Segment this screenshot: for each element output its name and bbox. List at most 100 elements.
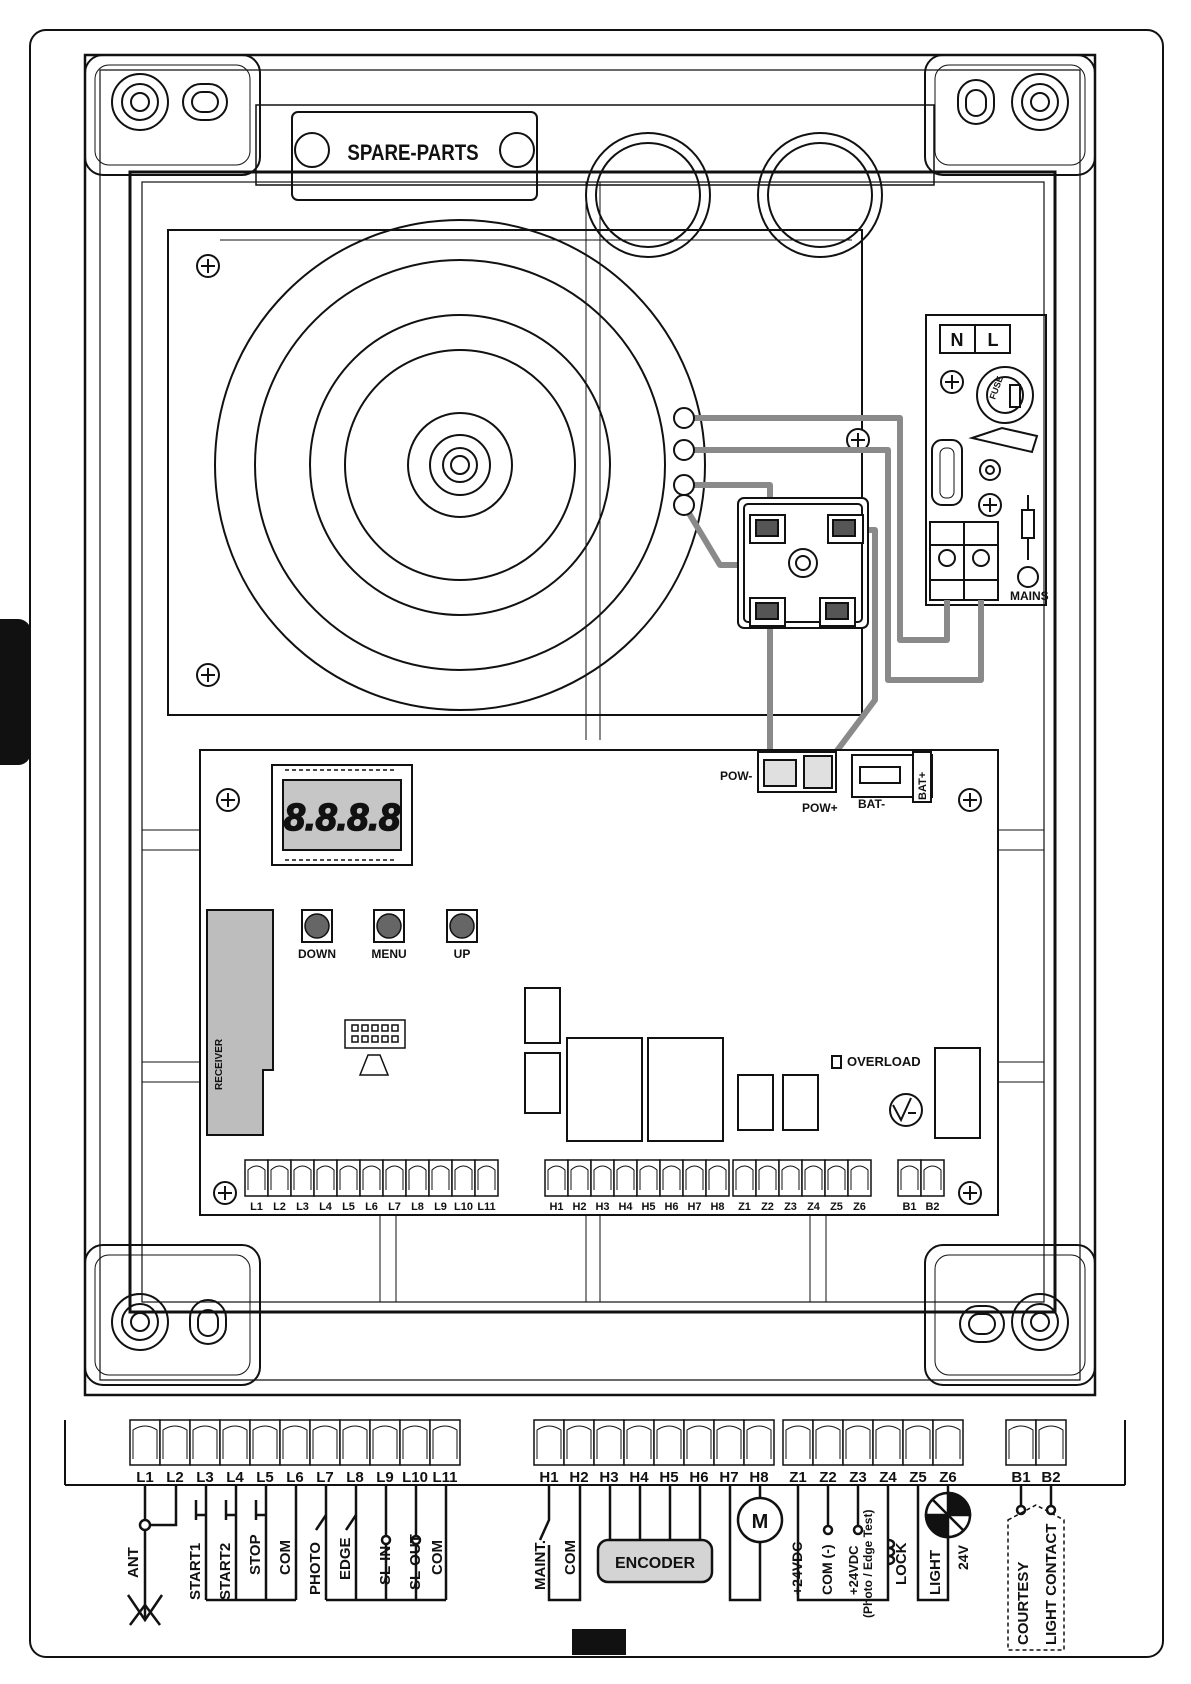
terminal-l5: L5 xyxy=(249,1419,281,1486)
terminal-label: L4 xyxy=(319,1201,333,1213)
label-stop: STOP xyxy=(247,1534,264,1575)
terminal-screw xyxy=(845,1425,871,1459)
terminal-block xyxy=(705,1159,730,1197)
pcb-screws xyxy=(213,788,982,1205)
terminal-screw xyxy=(342,1425,368,1459)
menu-button-label: MENU xyxy=(371,947,406,961)
terminal-l1: L1 xyxy=(244,1159,269,1213)
mains-terminal-n: N xyxy=(951,330,964,350)
terminal-z3: Z3 xyxy=(778,1159,803,1213)
terminal-block xyxy=(782,1419,814,1466)
terminal-screw xyxy=(593,1165,612,1190)
down-button[interactable]: DOWN xyxy=(298,909,336,961)
terminal-label: L3 xyxy=(296,1201,309,1213)
terminal-label: L6 xyxy=(286,1469,304,1486)
menu-button[interactable]: MENU xyxy=(371,909,407,961)
label-com-l: COM xyxy=(277,1540,294,1575)
pcb-header xyxy=(344,1019,406,1076)
terminal-label: H2 xyxy=(572,1201,586,1213)
terminal-screw xyxy=(815,1425,841,1459)
terminal-block xyxy=(623,1419,655,1466)
terminal-block xyxy=(1005,1419,1037,1466)
terminal-l6: L6 xyxy=(279,1419,311,1486)
terminal-screw xyxy=(1038,1425,1064,1459)
terminal-block xyxy=(474,1159,499,1197)
terminal-screw xyxy=(339,1165,358,1190)
terminal-screw xyxy=(270,1165,289,1190)
terminal-label: Z4 xyxy=(879,1469,897,1486)
terminal-label: L8 xyxy=(346,1469,364,1486)
terminal-block xyxy=(563,1419,595,1466)
terminal-screw xyxy=(708,1165,727,1190)
terminal-z5: Z5 xyxy=(824,1159,849,1213)
label-24vdc-test: +24VDC xyxy=(846,1545,861,1595)
terminal-label: H4 xyxy=(629,1469,649,1486)
terminal-screw xyxy=(746,1425,772,1459)
terminal-screw xyxy=(935,1425,961,1459)
terminal-h1: H1 xyxy=(533,1419,565,1486)
terminal-h4: H4 xyxy=(623,1419,655,1486)
terminal-z2: Z2 xyxy=(755,1159,780,1213)
v2-logo xyxy=(889,1093,923,1127)
up-button[interactable]: UP xyxy=(446,909,478,961)
terminal-block xyxy=(219,1419,251,1466)
terminal-label: Z6 xyxy=(853,1201,866,1213)
corner-mount-bottom-left xyxy=(84,1244,261,1386)
label-light: LIGHT xyxy=(927,1550,944,1595)
label-24vdc: +24VDC xyxy=(789,1542,805,1595)
terminal-screw xyxy=(626,1425,652,1459)
mains-label: MAINS xyxy=(1010,589,1049,603)
label-edge: EDGE xyxy=(337,1537,354,1580)
terminal-l7: L7 xyxy=(382,1159,407,1213)
cable-glands xyxy=(585,132,883,258)
terminal-h5: H5 xyxy=(653,1419,685,1486)
terminal-block xyxy=(932,1419,964,1466)
terminal-block xyxy=(429,1419,461,1466)
terminal-screw xyxy=(252,1425,278,1459)
label-photo: PHOTO xyxy=(307,1542,324,1595)
terminal-label: L7 xyxy=(388,1201,401,1213)
terminal-label: L5 xyxy=(256,1469,274,1486)
terminal-l11: L11 xyxy=(474,1159,499,1213)
terminal-block xyxy=(593,1419,625,1466)
terminal-label: L2 xyxy=(273,1201,286,1213)
terminal-screw xyxy=(656,1425,682,1459)
terminal-label: Z1 xyxy=(789,1469,807,1486)
terminal-block xyxy=(339,1419,371,1466)
terminal-label: B2 xyxy=(1041,1469,1060,1486)
terminal-screw xyxy=(312,1425,338,1459)
terminal-block xyxy=(872,1419,904,1466)
terminal-label: H8 xyxy=(749,1469,768,1486)
terminal-screw xyxy=(432,1425,458,1459)
z-group-wiring xyxy=(796,1485,972,1602)
terminal-label: H1 xyxy=(539,1469,558,1486)
terminal-l3: L3 xyxy=(189,1419,221,1486)
terminal-screw xyxy=(570,1165,589,1190)
terminal-block xyxy=(399,1419,431,1466)
terminal-label: B2 xyxy=(925,1201,939,1213)
label-lock: LOCK xyxy=(893,1542,910,1585)
terminal-screw xyxy=(850,1165,869,1190)
corner-mount-top-left xyxy=(84,54,261,176)
terminal-h8: H8 xyxy=(705,1159,730,1213)
terminal-block xyxy=(902,1419,934,1466)
label-light-contact: LIGHT CONTACT xyxy=(1043,1524,1060,1645)
terminal-b1: B1 xyxy=(1005,1419,1037,1486)
terminal-screw xyxy=(758,1165,777,1190)
label-encoder: ENCODER xyxy=(615,1555,695,1572)
terminal-h7: H7 xyxy=(713,1419,745,1486)
label-maint: MAINT. xyxy=(532,1540,549,1590)
receiver-module: RECEIVER xyxy=(206,909,274,1136)
terminal-l4: L4 xyxy=(219,1419,251,1486)
terminal-label: Z6 xyxy=(939,1469,957,1486)
terminal-label: H8 xyxy=(710,1201,724,1213)
overload-label: OVERLOAD xyxy=(847,1054,921,1069)
terminal-screw xyxy=(639,1165,658,1190)
terminal-screw xyxy=(716,1425,742,1459)
terminal-z2: Z2 xyxy=(812,1419,844,1486)
wire-rings xyxy=(673,407,695,516)
terminal-block xyxy=(533,1419,565,1466)
terminal-block xyxy=(249,1419,281,1466)
